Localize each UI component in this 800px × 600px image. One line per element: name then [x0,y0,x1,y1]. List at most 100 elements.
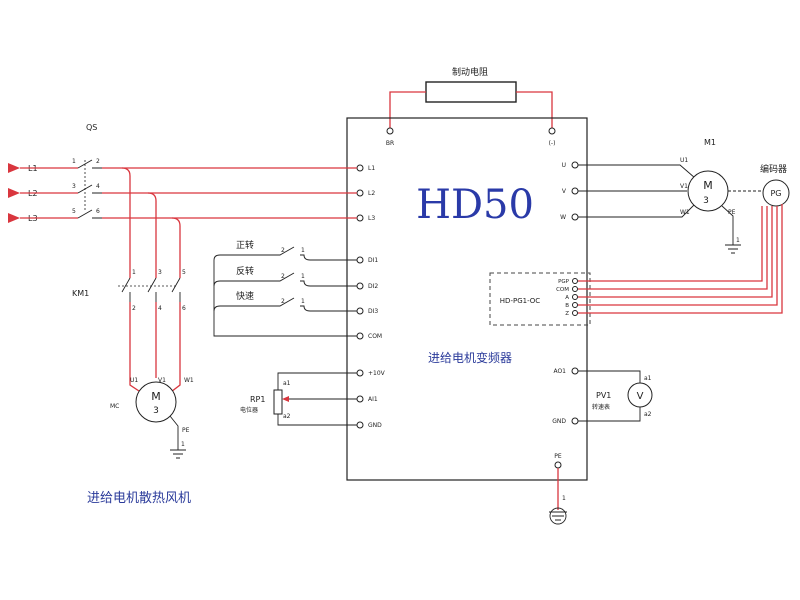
fan-term-w1: W1 [184,377,194,384]
tap-wire-3 [171,217,181,278]
pot-label: RP1 [250,395,265,404]
meter-sublabel: 转速表 [592,403,610,411]
meter-symbol [627,382,653,408]
di-switches: 正转 2 1 反转 2 1 快速 2 1 [213,239,357,337]
contactor-pin-1: 1 [132,269,136,276]
ground-ring [549,507,567,525]
main-motor-term-v1: V1 [680,183,688,190]
terminal-in-l2-label: L2 [368,190,375,197]
power-supply: L1 L2 L3 QS 1 3 5 2 4 6 [8,123,357,223]
terminal-pg-b [572,302,578,308]
breaker-contact-3 [77,209,102,219]
terminal-pe-label: PE [554,453,562,460]
potentiometer: RP1 电位器 a1 a2 [240,372,357,426]
terminal-ai1 [356,395,364,403]
fan-motor-m: M [151,390,161,403]
meter-pin-a2: a2 [644,411,652,418]
terminal-in-l3 [356,214,364,222]
inverter-ground: 1 [549,468,567,525]
terminal-pgp-label: PGP [558,279,570,285]
brake-resistor: 制动电阻 BR (-) [386,66,556,147]
terminal-di2 [356,282,364,290]
terminal-pg-z [572,310,578,316]
contactor-pin-2: 2 [132,305,136,312]
supply-arrow-l3 [8,213,20,223]
fan-motor-symbol [135,381,177,423]
encoder-symbol-text: PG [770,189,781,198]
pot-body [273,389,283,415]
main-motor-pe-pin: 1 [736,237,740,244]
terminal-gnd-out [571,417,579,425]
terminal-out-u [571,161,579,169]
fan-motor-phase: 3 [153,406,159,416]
terminal-minus-label: (-) [549,140,556,147]
switch-forward-pin-b: 1 [301,247,305,254]
fan-pe-pin: 1 [181,441,185,448]
main-motor-m: M [703,179,713,192]
pot-sublabel: 电位器 [240,406,258,414]
breaker-pin-3: 3 [72,183,76,190]
terminal-di3 [356,307,364,315]
terminal-pe [554,461,562,469]
meter-label: PV1 [596,391,611,400]
pg-wire-z [578,204,783,314]
terminal-di3-label: DI3 [368,308,378,315]
main-motor-phase: 3 [703,196,709,206]
terminal-pg-a-label: A [565,295,569,301]
contactor-pin-5: 5 [182,269,186,276]
terminal-pg-a [572,294,578,300]
fan-term-u1: U1 [130,377,138,384]
encoder: 编码器 PG [578,163,790,314]
switch-reverse-pin-a: 2 [281,273,285,280]
breaker-pin-2: 2 [96,158,100,165]
inverter-box [346,117,588,481]
switch-reverse-label: 反转 [236,265,254,277]
inverter: HD50 进给电机变频器 L1 L2 L3 DI1 DI2 DI3 COM +1… [346,117,591,481]
contactor-pin-4: 4 [158,305,162,312]
switch-forward [213,246,357,261]
main-motor-pe-wire [721,205,734,245]
terminal-out-v-label: V [562,188,567,195]
fan-motor-label: MC [110,403,119,410]
meter-pin-a1: a1 [644,375,652,382]
contactor-pin-6: 6 [182,305,186,312]
terminal-pg-z-label: Z [565,311,569,317]
meter: V PV1 转速表 a1 a2 [578,370,653,422]
meter-wire-top [578,370,641,384]
switch-fast [213,297,357,312]
fan-pe-label: PE [182,427,190,434]
terminal-di1-label: DI1 [368,257,378,264]
terminal-in-l1 [356,164,364,172]
pot-wiper-arrow [282,396,289,402]
terminal-in-l1-label: L1 [368,165,375,172]
pg-card-box [489,272,591,326]
terminal-gnd-in [356,421,364,429]
switch-fast-pin-b: 1 [301,298,305,305]
terminal-out-w [571,213,579,221]
brake-resistor-label: 制动电阻 [452,66,488,78]
switch-forward-label: 正转 [236,239,254,251]
pot-wire-bottom [277,414,357,426]
terminal-ai1-label: AI1 [368,396,378,403]
fan-term-v1: V1 [158,377,166,384]
supply-arrow-l1 [8,163,20,173]
main-motor-ground-icon [725,244,741,254]
fan-wire-w [166,302,181,396]
resistor-body [425,81,517,103]
switch-fast-pin-a: 2 [281,298,285,305]
tap-wire-2 [147,192,157,278]
switch-reverse-pin-b: 1 [301,273,305,280]
terminal-out-u-label: U [562,162,566,169]
contactor-contact-1 [121,277,131,302]
motor-wire-w [578,203,696,218]
fan-pe-wire [169,415,179,450]
main-motor-label: M1 [704,138,716,147]
pg-wire-com [578,206,768,290]
pot-wire-top [277,372,357,390]
switch-fast-label: 快速 [236,290,254,302]
pot-pin-a1: a1 [283,380,291,387]
tap-wire-1 [121,167,131,278]
contactor-pin-3: 3 [158,269,162,276]
inverter-name: 进给电机变频器 [428,350,512,365]
terminal-br [386,127,394,135]
